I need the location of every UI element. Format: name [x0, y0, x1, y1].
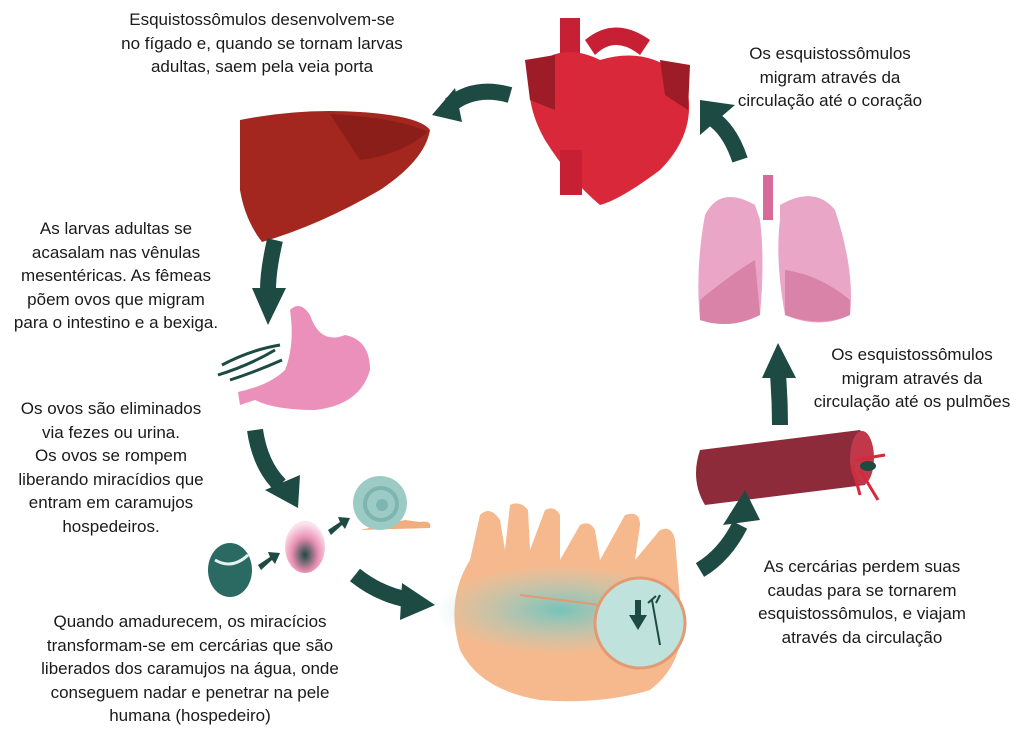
small-arrows: [258, 517, 350, 570]
text-line: via fezes ou urina.: [42, 422, 180, 442]
text-line: põem ovos que migram: [27, 289, 205, 309]
arrow-vein-to-lungs: [770, 374, 788, 426]
snail-icon: [353, 476, 431, 530]
text-line: mesentéricas. As fêmeas: [21, 266, 211, 285]
arrow-stomach-to-eggs: [247, 428, 286, 491]
text-line: entram em caramujos: [28, 493, 194, 512]
text-line: no fígado e, quando se tornam larvas: [121, 33, 403, 53]
text-line: hospedeiros.: [62, 516, 160, 536]
text-line: As cercárias perdem suas: [763, 557, 961, 576]
text-line: liberados dos caramujos na água, onde: [41, 659, 339, 678]
text-line: circulação até o coração: [737, 91, 923, 110]
arrow-heart-to-liver: [445, 83, 513, 112]
step-lungs-text: Os esquistossômulos migram através da ci…: [800, 343, 1024, 414]
arrow-hands-to-vein: [695, 521, 748, 577]
text-line: adultas, saem pela veia porta: [150, 57, 374, 76]
vein-icon: [696, 430, 886, 505]
text-line: Os ovos se rompem: [34, 446, 188, 465]
step-circulation-text: As cercárias perdem suas caudas para se …: [752, 555, 972, 649]
step-mesenteric-text: As larvas adultas se acasalam nas vênula…: [0, 217, 232, 335]
text-line: caudas para se tornarem: [767, 580, 957, 600]
text-line: liberando miracídios que: [18, 469, 204, 489]
text-line: Os esquistossômulos: [831, 345, 993, 364]
text-line: transformam-se em cercárias que são: [46, 635, 334, 655]
text-line: migram através da: [841, 368, 983, 388]
arrowheads: [252, 88, 796, 620]
stomach-icon: [217, 306, 370, 410]
text-line: Quando amadurecem, os miracícios: [53, 612, 327, 631]
arrow-lungs-to-heart: [707, 111, 748, 163]
text-line: esquistossômulos, e viajam: [758, 604, 966, 623]
liver-icon: [240, 111, 430, 242]
egg-icon: [208, 543, 252, 597]
hands-icon: [435, 503, 687, 702]
arrow-liver-to-stomach: [260, 238, 283, 291]
text-line: humana (hospedeiro): [109, 706, 271, 725]
text-line: Os esquistossômulos: [749, 44, 911, 63]
text-line: acasalam nas vênulas: [31, 242, 201, 262]
miracidium-icon: [285, 521, 325, 573]
text-line: migram através da: [759, 67, 901, 87]
step-eggs-text: Os ovos são eliminados via fezes ou urin…: [0, 397, 222, 538]
text-line: para o intestino e a bexiga.: [13, 313, 219, 332]
text-line: através da circulação: [781, 627, 943, 647]
heart-icon: [525, 18, 690, 205]
step-liver-text: Esquistossômulos desenvolvem-se no fígad…: [112, 8, 412, 79]
text-line: conseguem nadar e penetrar na pele: [50, 682, 330, 702]
step-cercariae-text: Quando amadurecem, os miracícios transfo…: [30, 610, 350, 728]
text-line: As larvas adultas se: [39, 219, 193, 238]
text-line: Esquistossômulos desenvolvem-se: [129, 10, 395, 29]
text-line: circulação até os pulmões: [813, 392, 1011, 411]
step-heart-text: Os esquistossômulos migram através da ci…: [710, 42, 950, 113]
lungs-icon: [698, 175, 851, 324]
text-line: Os ovos são eliminados: [20, 399, 202, 418]
